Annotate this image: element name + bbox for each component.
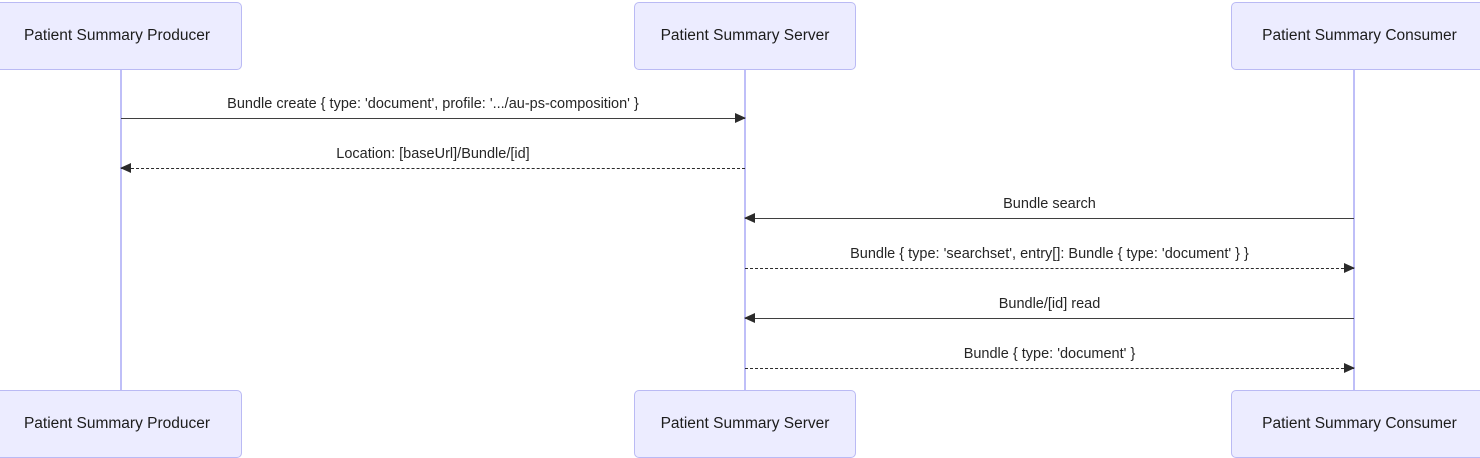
participant-box-producer-top[interactable]: Patient Summary Producer [0,2,242,70]
participant-label-consumer-bottom: Patient Summary Consumer [1262,415,1457,433]
participant-label-server-top: Patient Summary Server [660,27,830,45]
lifeline-consumer [1353,70,1355,390]
message-label-5: Bundle/[id] read [998,296,1101,312]
lifeline-server [744,70,746,390]
lifeline-producer [120,70,122,390]
arrowhead-right-4 [1344,262,1355,273]
message-line-1 [121,118,745,119]
message-label-6: Bundle { type: 'document' } [963,346,1136,362]
message-label-2: Location: [baseUrl]/Bundle/[id] [336,146,530,162]
message-label-1: Bundle create { type: 'document', profil… [227,96,639,112]
arrowhead-right-6 [1344,362,1355,373]
participant-label-consumer-top: Patient Summary Consumer [1262,27,1457,45]
message-line-6 [745,368,1354,369]
message-label-3: Bundle search [1003,196,1096,212]
participant-box-server-top[interactable]: Patient Summary Server [634,2,856,70]
arrowhead-left-5 [744,312,755,323]
participant-box-producer-bottom[interactable]: Patient Summary Producer [0,390,242,458]
message-line-3 [745,218,1354,219]
arrowhead-right-1 [735,112,746,123]
arrowhead-left-3 [744,212,755,223]
participant-box-consumer-top[interactable]: Patient Summary Consumer [1231,2,1480,70]
participant-label-producer-top: Patient Summary Producer [23,27,211,45]
message-label-4: Bundle { type: 'searchset', entry[]: Bun… [850,246,1249,262]
message-line-2 [121,168,745,169]
participant-label-producer-bottom: Patient Summary Producer [23,415,211,433]
participant-box-server-bottom[interactable]: Patient Summary Server [634,390,856,458]
participant-label-server-bottom: Patient Summary Server [660,415,830,433]
participant-box-consumer-bottom[interactable]: Patient Summary Consumer [1231,390,1480,458]
message-line-4 [745,268,1354,269]
arrowhead-left-2 [120,162,131,173]
message-line-5 [745,318,1354,319]
